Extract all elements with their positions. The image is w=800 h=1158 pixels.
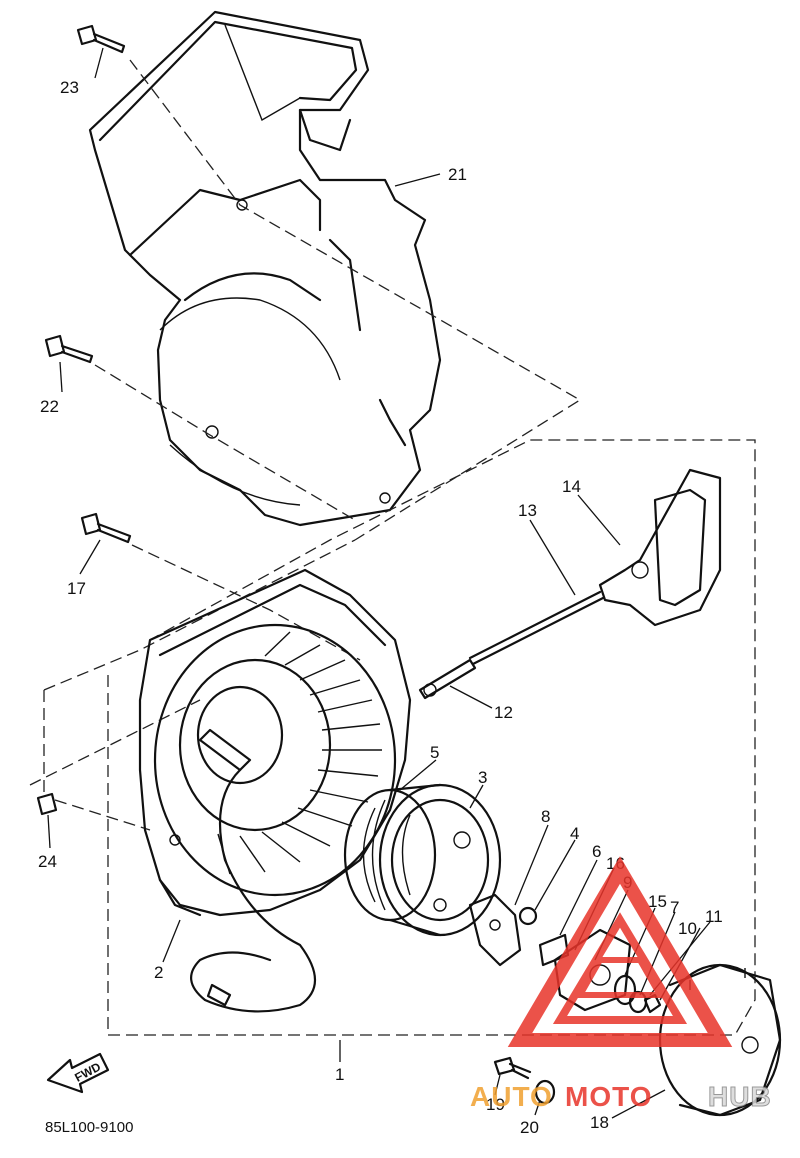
part-label-19: 19 xyxy=(486,1095,505,1114)
part-label-1: 1 xyxy=(335,1065,344,1084)
washer-part-20 xyxy=(534,1079,556,1105)
part-label-24: 24 xyxy=(38,852,57,871)
reel-pulley-part-3 xyxy=(343,783,502,937)
part-label-14: 14 xyxy=(562,477,581,496)
forward-arrow-icon: FWD xyxy=(46,1052,110,1094)
part-label-10: 10 xyxy=(678,919,697,938)
part-label-8: 8 xyxy=(541,807,550,826)
starter-rope xyxy=(190,768,316,1013)
part-label-13: 13 xyxy=(518,501,537,520)
watermark-text-moto: MOTO xyxy=(565,1081,652,1112)
nut-part-24 xyxy=(36,792,58,816)
part-label-4: 4 xyxy=(570,824,579,843)
part-label-7: 7 xyxy=(670,898,679,917)
bolt-part-22 xyxy=(44,334,94,364)
part-label-12: 12 xyxy=(494,703,513,722)
part-label-23: 23 xyxy=(60,78,79,97)
part-label-15: 15 xyxy=(648,892,667,911)
watermark: AUTO MOTO HUB xyxy=(470,856,772,1113)
ratchet-part-8 xyxy=(468,893,522,967)
watermark-text-hub: HUB xyxy=(708,1081,772,1112)
assembly-group-outline xyxy=(29,59,756,1036)
starter-housing-part-2 xyxy=(138,568,412,917)
washer-part-15 xyxy=(613,974,637,1006)
starter-handle-part-14 xyxy=(598,468,722,627)
part-labels: 23 21 22 17 14 13 12 5 3 8 4 6 16 9 15 7… xyxy=(38,78,723,1137)
part-label-6: 6 xyxy=(592,842,601,861)
diagram-code: 85L100-9100 xyxy=(45,1119,133,1136)
fan-cover-part-21 xyxy=(88,10,442,527)
part-label-17: 17 xyxy=(67,579,86,598)
spring-part-5 xyxy=(362,799,386,911)
part-label-11: 11 xyxy=(705,907,723,926)
part-label-22: 22 xyxy=(40,397,59,416)
part-label-5: 5 xyxy=(430,743,439,762)
bolt-part-23 xyxy=(76,24,126,54)
handle-rope-part-13 xyxy=(468,590,605,666)
part-label-21: 21 xyxy=(448,165,467,184)
triangle-logo-icon xyxy=(507,856,733,1047)
bolt-part-19 xyxy=(493,1056,532,1080)
bolt-part-17 xyxy=(80,512,132,544)
part-label-3: 3 xyxy=(478,768,487,787)
spring-part-4 xyxy=(518,906,538,926)
part-label-18: 18 xyxy=(590,1113,609,1132)
part-label-2: 2 xyxy=(154,963,163,982)
rope-guide-part-12 xyxy=(418,658,477,700)
watermark-text-auto: AUTO xyxy=(470,1081,553,1112)
part-label-20: 20 xyxy=(520,1118,539,1137)
